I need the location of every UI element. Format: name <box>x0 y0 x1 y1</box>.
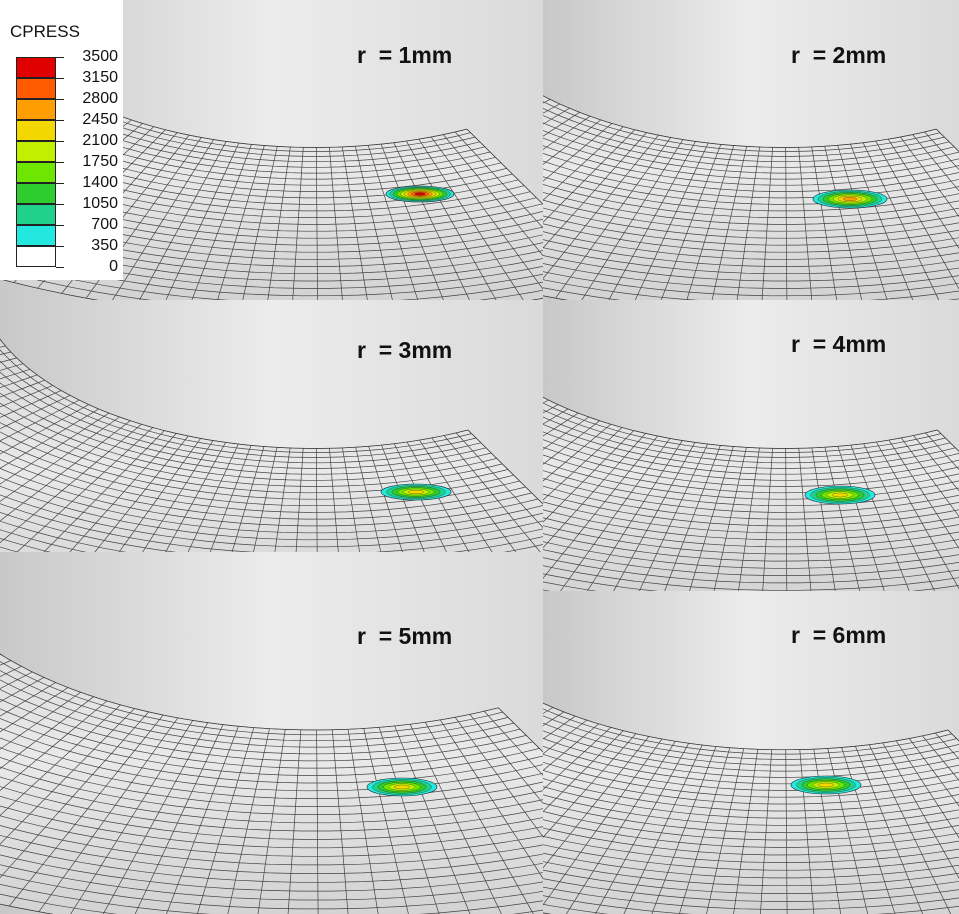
legend-tick-label: 700 <box>91 216 118 233</box>
legend-swatch <box>16 99 56 120</box>
panel-r-6mm: r = 6mm <box>543 591 959 914</box>
panel-label: r = 5mm <box>357 623 453 649</box>
legend-tick-mark <box>56 204 64 205</box>
contact-pressure-spot <box>385 185 455 203</box>
legend-tick-mark <box>56 141 64 142</box>
legend-swatch <box>16 78 56 99</box>
legend-tick-label: 1750 <box>82 153 118 170</box>
fillet-mesh-surface <box>543 300 959 602</box>
mesh-lines <box>543 702 959 914</box>
panel-label: r = 2mm <box>791 42 887 68</box>
legend-swatch <box>16 183 56 204</box>
legend-tick-mark <box>56 78 64 79</box>
mesh-lines <box>543 396 959 602</box>
legend-tick-mark <box>56 225 64 226</box>
legend-tick-mark <box>56 57 64 58</box>
legend-tick-label: 2100 <box>82 132 118 149</box>
fillet-mesh-surface <box>0 552 543 914</box>
legend-tick-label: 2450 <box>82 111 118 128</box>
fillet-mesh-surface <box>543 0 959 300</box>
contact-pressure-spot <box>804 485 876 505</box>
legend-swatch <box>16 225 56 246</box>
legend-swatch <box>16 120 56 141</box>
panel-label: r = 6mm <box>791 622 887 648</box>
legend-swatch <box>16 204 56 225</box>
panel-r-2mm: r = 2mm <box>543 0 959 300</box>
legend-title: CPRESS <box>10 22 80 41</box>
legend-swatch <box>16 246 56 267</box>
legend-tick-label: 2800 <box>82 90 118 107</box>
legend-tick-mark <box>56 162 64 163</box>
legend-tick-label: 3150 <box>82 69 118 86</box>
legend-swatch <box>16 141 56 162</box>
legend-tick-label: 350 <box>91 237 118 254</box>
contact-pressure-spot <box>380 483 452 501</box>
panel-label: r = 4mm <box>791 331 887 357</box>
panel-r-3mm: r = 3mm <box>0 300 543 602</box>
contact-pressure-spot <box>366 777 438 797</box>
legend-tick-mark <box>56 183 64 184</box>
contact-pressure-spot <box>812 189 888 209</box>
legend-tick-label: 3500 <box>82 48 118 65</box>
panel-r-4mm: r = 4mm <box>543 300 959 602</box>
panel-label: r = 1mm <box>357 42 453 68</box>
contact-pressure-spot <box>790 775 862 795</box>
legend-tick-mark <box>56 267 64 268</box>
legend-tick-mark <box>56 246 64 247</box>
fillet-mesh-surface <box>543 591 959 914</box>
legend-swatch <box>16 162 56 183</box>
legend-tick-label: 0 <box>109 258 118 275</box>
legend-tick-mark <box>56 120 64 121</box>
panel-label: r = 3mm <box>357 337 453 363</box>
legend-tick-mark <box>56 99 64 100</box>
legend-tick-label: 1050 <box>82 195 118 212</box>
legend-swatch <box>16 57 56 78</box>
panel-r-5mm: r = 5mm <box>0 552 543 914</box>
fillet-mesh-surface <box>0 300 543 602</box>
legend-tick-label: 1400 <box>82 174 118 191</box>
